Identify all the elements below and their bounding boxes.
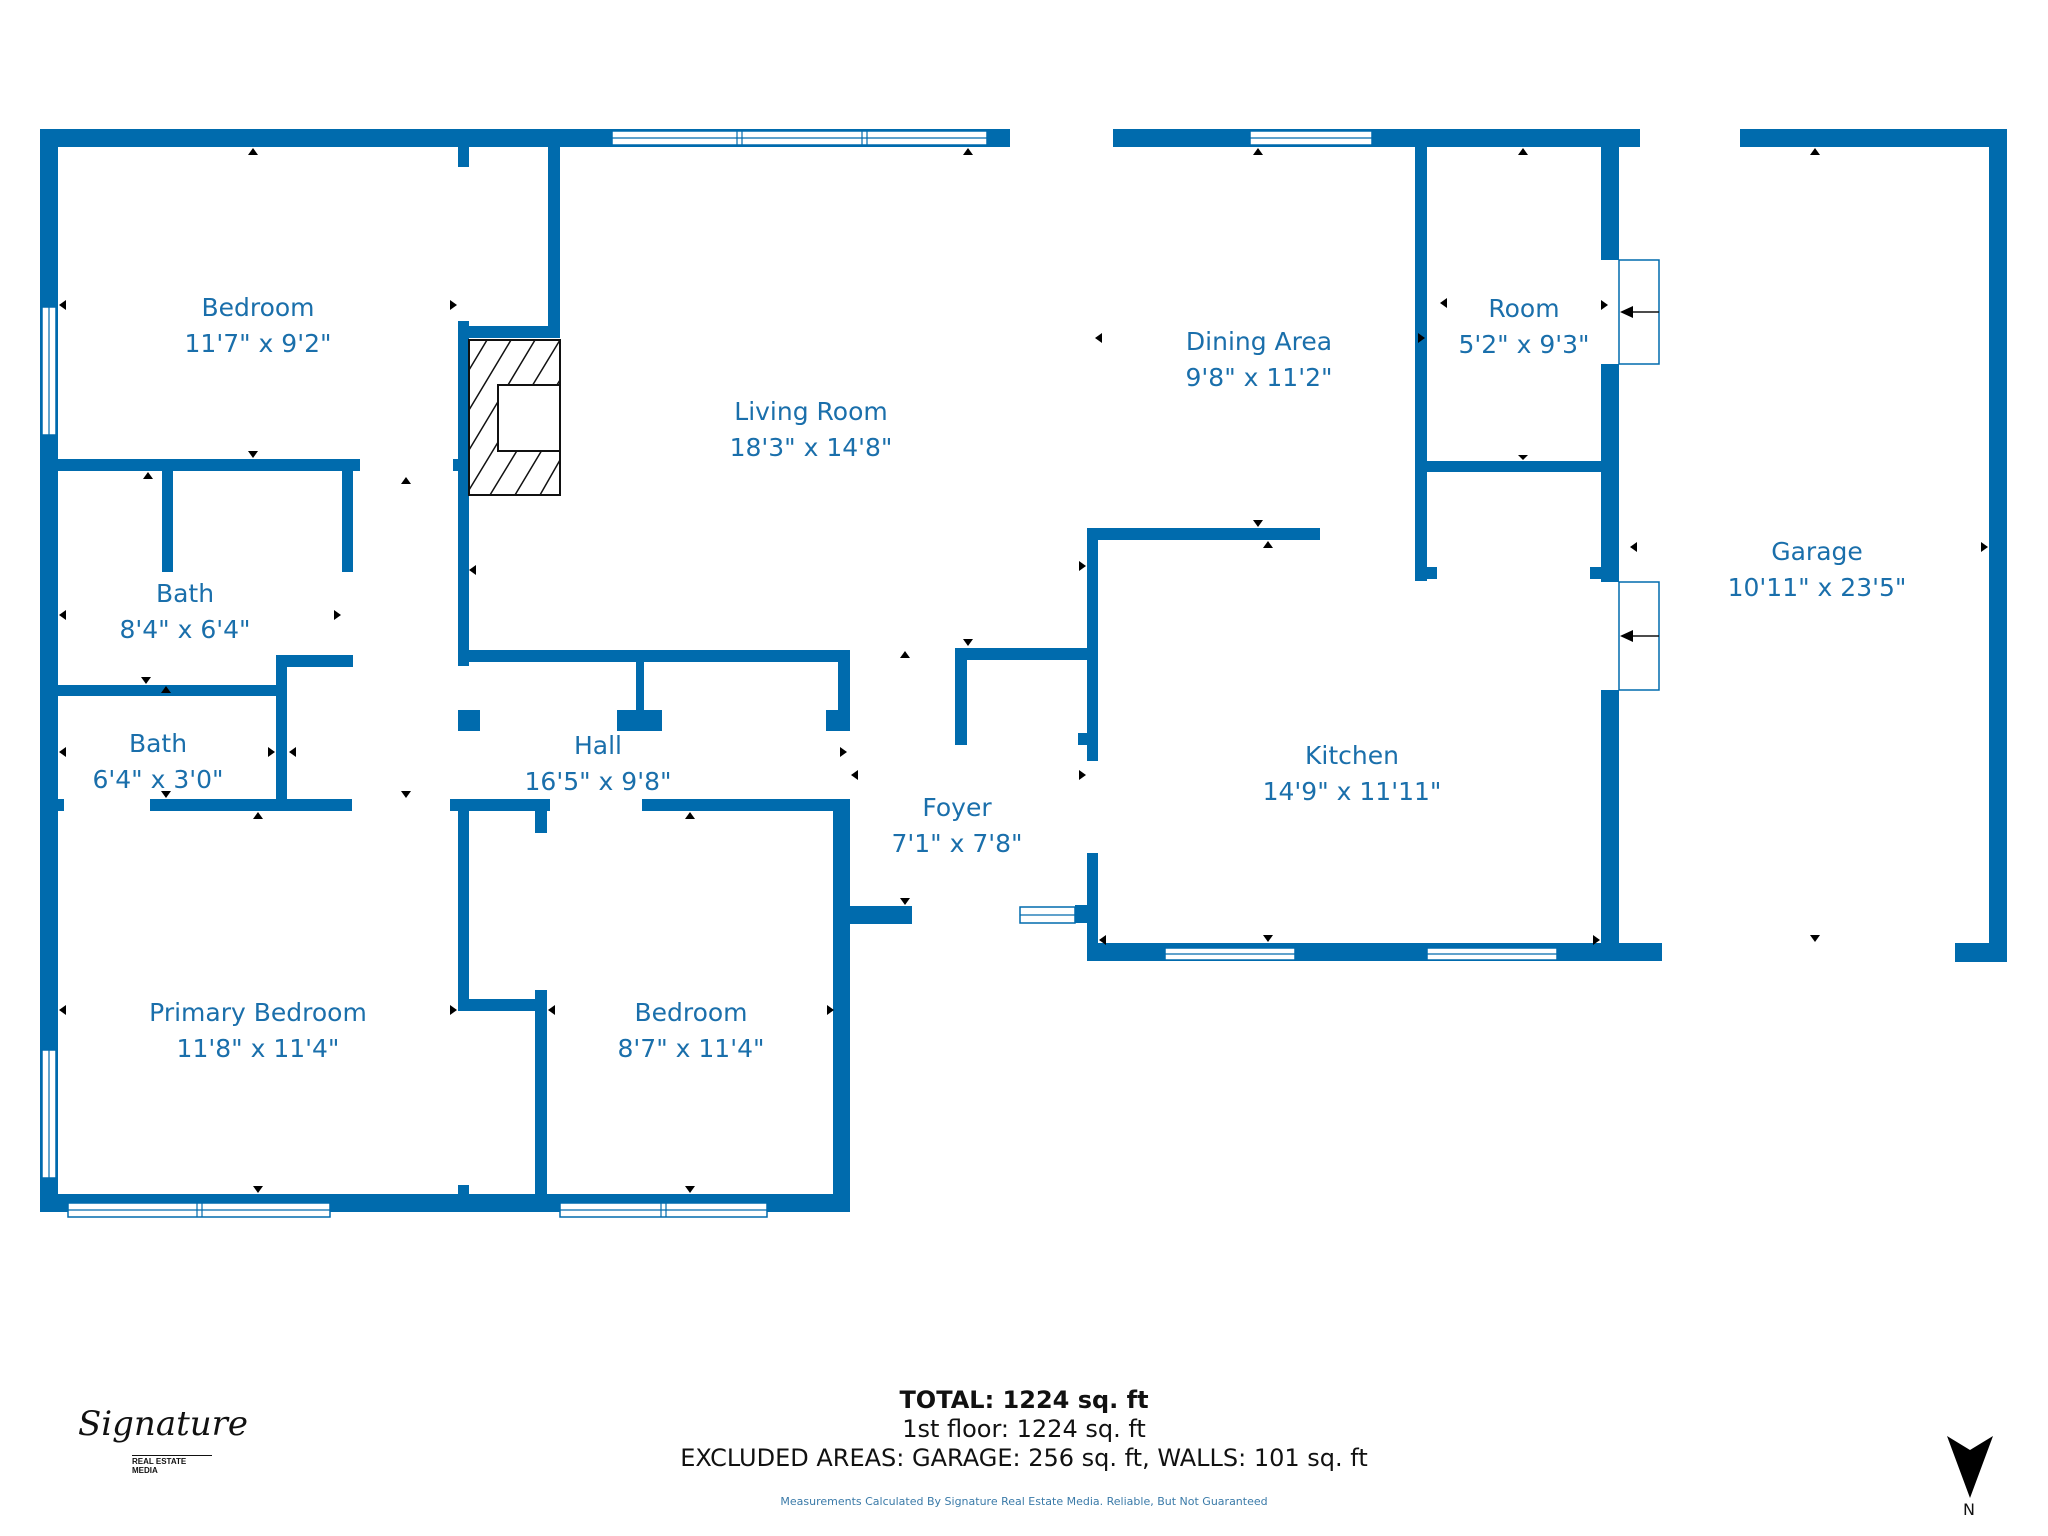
- room-dims: 16'5" x 9'8": [524, 767, 672, 796]
- room-primary-bedroom: Primary Bedroom 11'8" x 11'4": [149, 995, 367, 1067]
- room-dims: 10'11" x 23'5": [1727, 573, 1907, 602]
- room-name: Kitchen: [1305, 741, 1399, 770]
- room-bedroom-1: Bedroom 11'7" x 9'2": [185, 290, 332, 362]
- room-name: Bedroom: [201, 293, 315, 322]
- garage-doors: [1618, 259, 1660, 691]
- total-area: TOTAL: 1224 sq. ft: [899, 1386, 1149, 1414]
- room-dims: 5'2" x 9'3": [1458, 330, 1590, 359]
- room-name: Bath: [155, 579, 215, 608]
- signature-logo: Signature REAL ESTATE MEDIA: [72, 1402, 248, 1482]
- room-name: Room: [1488, 294, 1560, 323]
- room-dims: 14'9" x 11'11": [1262, 777, 1442, 806]
- room-dims: 11'8" x 11'4": [176, 1034, 340, 1063]
- room-name: Garage: [1771, 537, 1863, 566]
- disclaimer: Measurements Calculated By Signature Rea…: [780, 1495, 1268, 1508]
- room-garage: Garage 10'11" x 23'5": [1728, 534, 1907, 606]
- room-dims: 18'3" x 14'8": [729, 433, 893, 462]
- windows: [41, 130, 1558, 1218]
- compass-label: N: [1963, 1500, 1975, 1519]
- room-dining-area: Dining Area 9'8" x 11'2": [1186, 324, 1333, 396]
- excluded-areas: EXCLUDED AREAS: GARAGE: 256 sq. ft, WALL…: [680, 1444, 1368, 1472]
- room-name: Foyer: [922, 793, 992, 822]
- room-dims: 11'7" x 9'2": [184, 329, 332, 358]
- room-dims: 8'4" x 6'4": [119, 615, 251, 644]
- room-name: Bedroom: [634, 998, 748, 1027]
- room-name: Hall: [573, 731, 622, 760]
- room-name: Primary Bedroom: [149, 998, 367, 1027]
- room-dims: 8'7" x 11'4": [617, 1034, 765, 1063]
- room-dims: 9'8" x 11'2": [1185, 363, 1333, 392]
- floor-area: 1st floor: 1224 sq. ft: [902, 1415, 1146, 1443]
- openings: [1010, 129, 1955, 962]
- room-room: Room 5'2" x 9'3": [1458, 291, 1589, 363]
- north-arrow-icon: [1947, 1436, 1993, 1498]
- logo-script: Signature: [78, 1404, 249, 1444]
- logo-subtitle: REAL ESTATE MEDIA: [132, 1455, 212, 1475]
- room-living-room: Living Room 18'3" x 14'8": [730, 394, 893, 466]
- room-name: Bath: [128, 729, 188, 758]
- room-bath-1: Bath 8'4" x 6'4": [119, 576, 250, 648]
- room-dims: 7'1" x 7'8": [891, 829, 1023, 858]
- room-bedroom-2: Bedroom 8'7" x 11'4": [618, 995, 765, 1067]
- room-foyer: Foyer 7'1" x 7'8": [891, 790, 1022, 862]
- room-bath-2: Bath 6'4" x 3'0": [92, 726, 223, 798]
- fireplace: [468, 339, 561, 496]
- room-dims: 6'4" x 3'0": [92, 765, 224, 794]
- walls: [40, 129, 2007, 1212]
- room-hall: Hall 16'5" x 9'8": [525, 728, 672, 800]
- dimension-markers: [59, 148, 1988, 1193]
- room-name: Living Room: [734, 397, 888, 426]
- room-kitchen: Kitchen 14'9" x 11'11": [1263, 738, 1442, 810]
- room-name: Dining Area: [1185, 327, 1333, 356]
